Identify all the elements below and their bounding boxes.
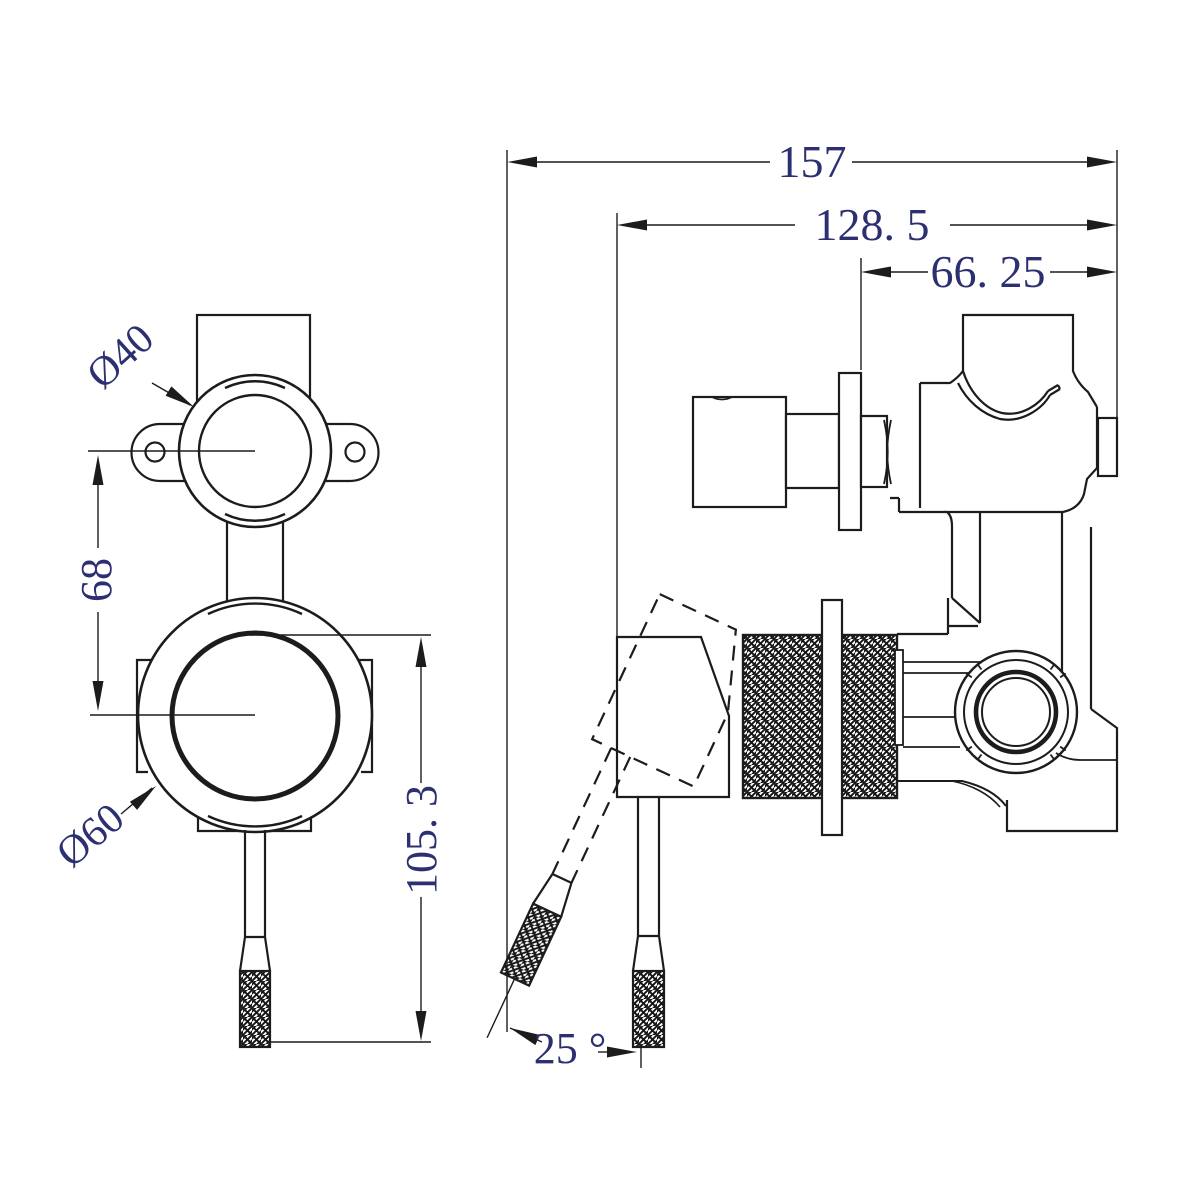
side-right-leg — [1060, 512, 1093, 709]
side-body-scoop-outer — [957, 382, 1051, 421]
front-view — [130, 313, 380, 1049]
arrow-128-right — [1087, 219, 1117, 231]
front-top-trim-shade-bottom — [224, 512, 286, 522]
side-view — [486, 313, 1119, 1068]
arrow-25-right — [607, 1046, 637, 1058]
side-body-right — [943, 407, 1099, 528]
arrow-68-top — [92, 455, 104, 485]
side-handle-phantom — [486, 592, 738, 1039]
phantom-base — [590, 592, 738, 788]
side-boss-ring — [963, 659, 1069, 765]
arrow-d40 — [165, 386, 194, 407]
side-top-pipe — [961, 313, 1098, 408]
dim-text-128-5: 128. 5 — [815, 199, 930, 250]
side-boss-notches — [965, 663, 1067, 761]
side-left-leg — [897, 512, 982, 636]
side-knob-top-notch — [711, 396, 733, 401]
dim-text-25deg: 25 ° — [534, 1024, 607, 1073]
side-handle-base — [615, 635, 731, 799]
phantom-rod-tick — [532, 873, 573, 918]
phantom-knurl — [499, 902, 563, 988]
side-foot-fillet-left2 — [951, 780, 1001, 808]
dim-text-157: 157 — [778, 136, 847, 187]
front-left-ear — [130, 422, 188, 483]
side-foot-fillet-left — [897, 780, 1007, 807]
side-cartridge-end — [894, 649, 904, 746]
arrow-66-right — [1087, 266, 1117, 278]
front-handle-knurl — [238, 969, 272, 1049]
arrow-157-left — [507, 156, 537, 168]
front-bottom-trim-shade-bottom — [207, 814, 303, 828]
side-port-lines — [903, 661, 980, 748]
front-left-ear-hole — [144, 441, 166, 463]
arrow-105-bottom — [415, 1011, 427, 1041]
arrow-105-top — [415, 637, 427, 667]
phantom-axis-ext — [486, 978, 516, 1039]
side-body-top — [920, 370, 964, 385]
arrow-157-right — [1087, 156, 1117, 168]
arrow-66-left — [861, 266, 891, 278]
side-cartridge-knurl — [741, 633, 899, 800]
dim-text-66-25: 66. 25 — [931, 246, 1046, 297]
side-lower-wall-plate — [820, 598, 844, 837]
dimensions — [88, 150, 1118, 1058]
front-right-ear — [322, 422, 380, 483]
side-stem-neck — [883, 419, 892, 485]
front-right-ear-hole — [344, 441, 366, 463]
side-handle-rod — [631, 797, 666, 972]
side-stem — [859, 414, 889, 489]
side-foot-shelf — [1055, 752, 1117, 761]
side-body-scoop-inner — [961, 370, 1049, 415]
dim-text-105-3: 105. 3 — [397, 785, 446, 895]
arrow-25-left — [510, 1028, 540, 1046]
side-knob-shaft — [784, 412, 841, 490]
side-outlet-stub — [1096, 416, 1119, 478]
side-boss-outer — [953, 649, 1079, 775]
front-handle-rod — [238, 830, 272, 972]
front-bottom-trim-shade-top — [207, 602, 303, 616]
front-top-trim-shade-top — [224, 380, 286, 390]
side-boss-bore-inner — [981, 677, 1051, 747]
side-foot — [1005, 708, 1119, 833]
side-body-left-edge — [890, 383, 947, 514]
side-diverter-knob — [691, 395, 788, 509]
dim-text-68: 68 — [72, 558, 121, 602]
front-bottom-trim-ring — [169, 630, 341, 802]
dim-text-d40: Ø40 — [78, 315, 163, 398]
arrow-68-bottom — [92, 681, 104, 711]
arrow-d60 — [129, 786, 156, 810]
side-handle-knurl — [631, 969, 666, 1049]
dim-text-d60: Ø60 — [48, 795, 133, 877]
arrow-128-left — [617, 219, 647, 231]
side-boss-bore-outer — [973, 669, 1059, 755]
side-body-facet — [1047, 384, 1061, 396]
side-upper-wall-plate — [837, 371, 863, 532]
